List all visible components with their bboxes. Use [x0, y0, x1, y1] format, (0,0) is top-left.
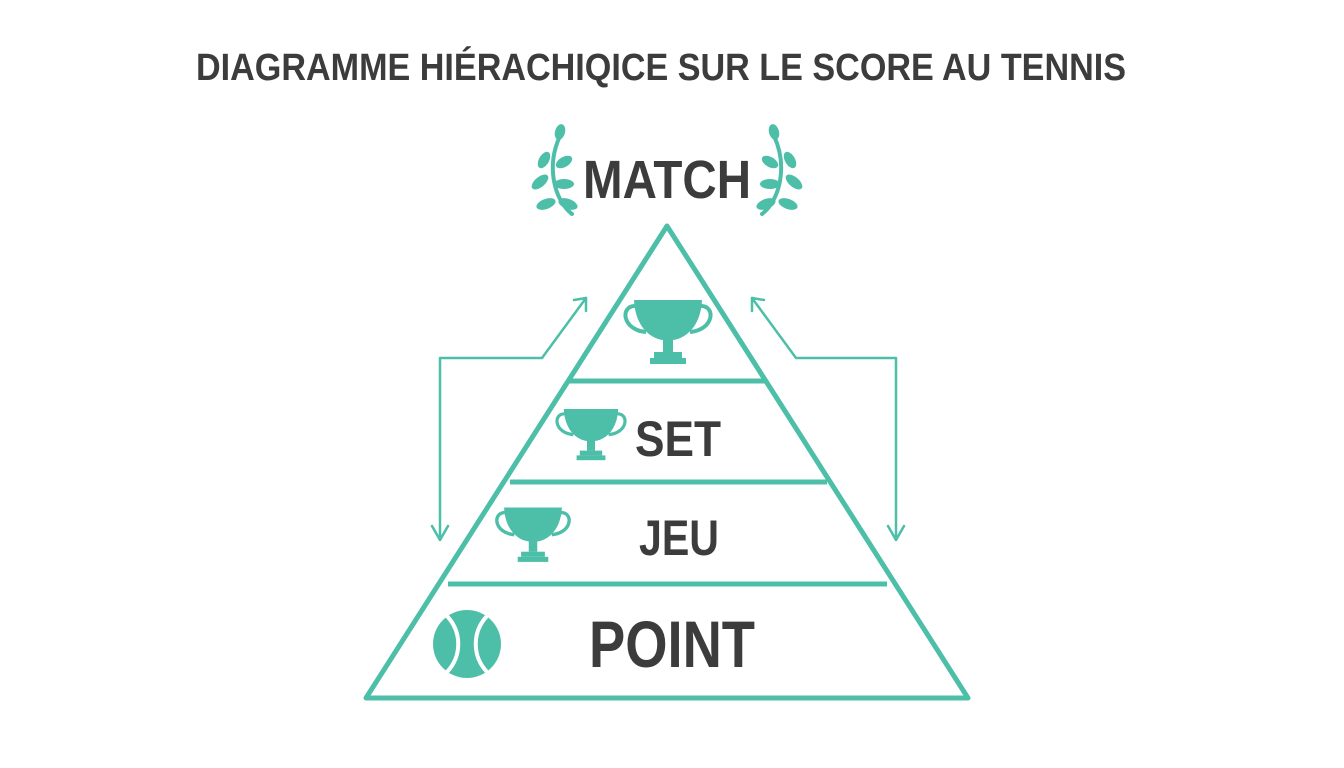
set-label: SET [635, 411, 721, 467]
point-label: POINT [589, 607, 755, 681]
apex-trophy-icon [623, 298, 713, 366]
pyramid [363, 223, 971, 701]
match-label: MATCH [583, 150, 751, 210]
jeu-label: JEU [639, 510, 719, 566]
level-point: POINT [433, 607, 755, 681]
left-arrow-icon [430, 296, 588, 542]
tennis-ball-icon [433, 610, 501, 678]
laurel-left-icon [527, 120, 582, 216]
level-jeu: JEU [495, 505, 719, 566]
jeu-trophy-icon [495, 505, 571, 564]
diagram-title: DIAGRAMME HIÉRACHIQICE SUR LE SCORE AU T… [196, 45, 1126, 89]
level-set: SET [555, 407, 721, 467]
set-trophy-icon [555, 407, 627, 462]
right-arrow-icon [750, 296, 906, 542]
laurel-right-icon [752, 120, 807, 216]
